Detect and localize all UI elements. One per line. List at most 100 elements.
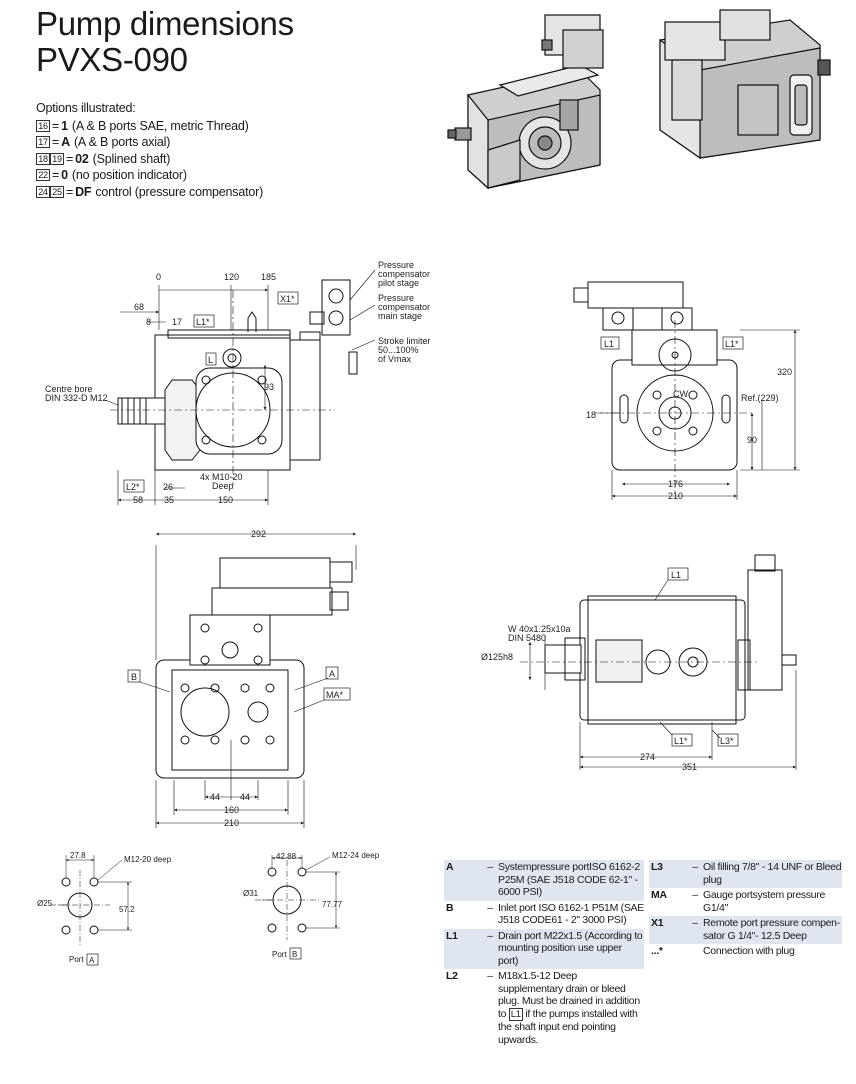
option-row: 16=1(A & B ports SAE, metric Thread)	[36, 118, 263, 135]
pilot-line3: pilot stage	[378, 278, 419, 288]
label-b: B	[131, 672, 137, 682]
option-box: 19	[50, 152, 64, 165]
legend-key: L2	[446, 970, 458, 982]
front-view-labels: L1 L1* CW 18 320 Ref.(229) 90 176 210	[586, 336, 792, 501]
port-b-box: B	[292, 950, 297, 959]
option-desc: (Splined shaft)	[92, 151, 171, 166]
legend-text: M18x1.5-12 Deep supplementary drain or b…	[498, 970, 644, 1046]
label-l1-star: L1*	[674, 736, 688, 746]
centre-bore-line2: DIN 332-D M12	[45, 393, 108, 403]
dim-26: 26	[163, 482, 173, 492]
options-list: Options illustrated: 16=1(A & B ports SA…	[36, 100, 263, 200]
dim-44-a: 44	[210, 792, 220, 802]
port-b-detail	[255, 855, 340, 940]
legend-dash: –	[487, 861, 493, 873]
holes-line1: 4x M10-20	[200, 472, 243, 482]
legend-dash: –	[487, 970, 493, 982]
legend-key: L1	[446, 929, 458, 942]
pump-3d-image-right	[659, 9, 831, 160]
port-a-box: A	[89, 956, 95, 965]
label-l1: L1	[604, 339, 614, 349]
dim-44-b: 44	[240, 792, 250, 802]
legend-dash	[687, 945, 703, 958]
main-line3: main stage	[378, 311, 422, 321]
legend-key: B	[446, 901, 454, 914]
port-a-labels: 27.8 M12-20 deep Ø25 57.2 Port A	[37, 851, 172, 966]
port-view-labels: 292 B A MA* 44 44 160 210	[127, 529, 351, 828]
option-code: A	[61, 135, 70, 149]
legend-column-left: A – Systempressure portISO 6162-2 P25M (…	[444, 860, 644, 1048]
dim-dia-125: Ø125h8	[481, 652, 513, 662]
port-b-text: Port	[272, 950, 287, 959]
legend-dash: –	[692, 889, 698, 901]
option-box: 18	[36, 152, 50, 165]
legend-row: X1 – Remote port pressure compen-sator G…	[649, 916, 842, 944]
dim-17: 17	[172, 317, 182, 327]
option-desc: control (pressure compensator)	[95, 184, 264, 199]
dim-77-77: 77.77	[322, 900, 343, 909]
option-desc: (A & B ports SAE, metric Thread)	[71, 118, 249, 133]
dim-8: 8	[146, 317, 151, 327]
stroke-line2: 50...100%	[378, 345, 419, 355]
pilot-line1: Pressure	[378, 260, 414, 270]
dim-27-8: 27.8	[70, 851, 86, 860]
dim-dia-25: Ø25	[37, 899, 53, 908]
option-desc: (no position indicator)	[71, 168, 187, 182]
legend-text: Oil filling 7/8" - 14 UNF or Bleed plug	[703, 861, 842, 886]
title-line-1: Pump dimensions	[36, 5, 294, 42]
dim-185: 185	[261, 272, 276, 282]
legend-dash: –	[487, 929, 493, 942]
spline-line2: DIN 5480	[508, 633, 546, 643]
label-l1: L1	[671, 570, 681, 580]
title-line-2: PVXS-090	[36, 41, 188, 78]
dim-351: 351	[682, 762, 697, 772]
legend-text: Connection with plug	[703, 945, 795, 957]
centre-bore-line1: Centre bore	[45, 384, 93, 394]
dim-0: 0	[156, 272, 161, 282]
option-row: 22=0(no position indicator)	[36, 167, 263, 184]
legend-key: L3	[651, 861, 663, 873]
main-line1: Pressure	[378, 293, 414, 303]
dim-274: 274	[640, 752, 655, 762]
dim-210: 210	[668, 491, 683, 501]
option-row: 17=A(A & B ports axial)	[36, 134, 263, 151]
legend-row: L1 – Drain port M22x1.5 (According to mo…	[444, 928, 644, 969]
option-box: 24	[36, 185, 50, 198]
stroke-line1: Stroke limiter	[378, 336, 431, 346]
legend-row: ...* Connection with plug	[649, 944, 842, 960]
dim-320: 320	[777, 367, 792, 377]
dim-68: 68	[134, 302, 144, 312]
port-a-detail	[50, 855, 132, 945]
dim-90: 90	[747, 435, 757, 445]
option-box: 17	[36, 136, 50, 148]
dim-292: 292	[251, 529, 266, 539]
dim-35: 35	[164, 495, 174, 505]
dim-58: 58	[133, 495, 143, 505]
options-heading: Options illustrated:	[36, 101, 136, 115]
legend-dash: –	[487, 901, 493, 914]
option-code: 0	[61, 168, 68, 182]
label-l: L	[208, 355, 213, 365]
page-title: Pump dimensions PVXS-090	[36, 6, 294, 78]
legend-text-pre: M18x1.5-12 Deep supplementary drain or b…	[498, 970, 640, 1020]
legend-row: L3 – Oil filling 7/8" - 14 UNF or Bleed …	[649, 860, 842, 888]
dim-120: 120	[224, 272, 239, 282]
option-code: 1	[61, 118, 68, 133]
label-l1-star: L1*	[196, 317, 210, 327]
main-line2: compensator	[378, 302, 430, 312]
legend-row: MA – Gauge portsystem pressure G1/4"	[649, 888, 842, 916]
dim-93: 93	[264, 382, 274, 392]
pilot-line2: compensator	[378, 269, 430, 279]
label-l1-star: L1*	[725, 339, 739, 349]
legend-key: MA	[651, 889, 667, 901]
option-desc: (A & B ports axial)	[73, 135, 171, 149]
dim-dia-31: Ø31	[243, 889, 259, 898]
port-b-labels: 42.88 M12-24 deep Ø31 77.77 Port B	[243, 851, 380, 960]
legend-text: Systempressure portISO 6162-2 P25M (SAE …	[498, 861, 640, 898]
dim-150: 150	[218, 495, 233, 505]
dim-57-2: 57.2	[119, 905, 135, 914]
label-l2-star: L2*	[126, 482, 140, 492]
label-ma-star: MA*	[326, 690, 344, 700]
